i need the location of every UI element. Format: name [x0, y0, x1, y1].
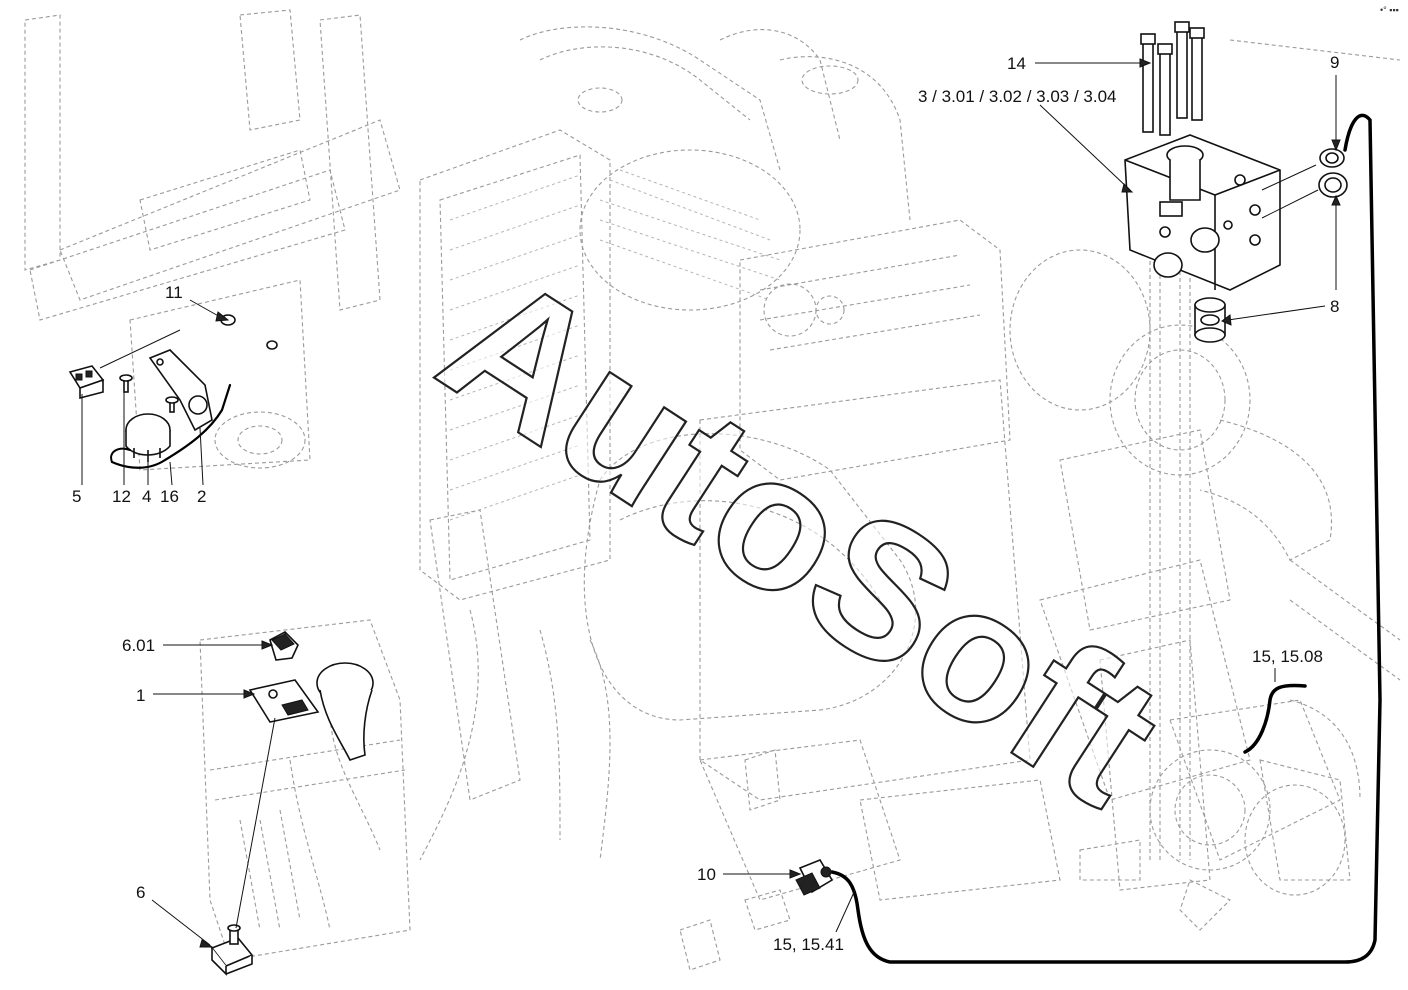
part-10-connector: [795, 859, 834, 896]
callout-15-15-41: 15, 15.41: [773, 935, 844, 954]
background-machine-outline: [24, 9, 1401, 971]
callout-11: 11: [165, 283, 183, 302]
wire-16b: [110, 447, 131, 463]
callout-16: 16: [160, 487, 179, 506]
callout-14: 14: [1007, 54, 1026, 73]
callout-4: 4: [142, 487, 151, 506]
wire-16: [110, 383, 232, 469]
part-5-plug: [68, 365, 105, 400]
part-1-decal: [248, 679, 320, 723]
callout-9: 9: [1330, 53, 1339, 72]
wire-15-08: [1243, 683, 1307, 754]
part-12-screw: [119, 374, 179, 413]
lever-knob: [316, 662, 374, 761]
callout-labels: 14 3 / 3.01 / 3.02 / 3.03 / 3.04 9 8 11 …: [72, 53, 1339, 954]
part-14-bolts: [1140, 21, 1205, 136]
callout-15-15-08: 15, 15.08: [1252, 647, 1323, 666]
part-3-valve-block: [1124, 134, 1281, 291]
callout-6-01: 6.01: [122, 636, 155, 655]
corner-mark: •° ▪▪▪: [1380, 5, 1399, 15]
callout-10: 10: [697, 865, 716, 884]
watermark: AutoSoft: [407, 230, 1197, 847]
part-2-bracket: [148, 349, 213, 432]
callout-6: 6: [136, 883, 145, 902]
watermark-text: AutoSoft: [408, 232, 1196, 847]
part-9-fitting: [1318, 148, 1348, 198]
part-6-switch: [210, 924, 254, 976]
leader-lines: [81, 62, 1337, 946]
callout-3: 3 / 3.01 / 3.02 / 3.03 / 3.04: [918, 87, 1116, 106]
part-8-fitting: [1194, 297, 1226, 343]
callout-5: 5: [72, 487, 81, 506]
wire-harness-15-41: [830, 113, 1382, 964]
callout-1: 1: [136, 686, 145, 705]
callout-12: 12: [112, 487, 131, 506]
part-6-01-knob: [269, 631, 299, 661]
callout-2: 2: [197, 487, 206, 506]
callout-8: 8: [1330, 297, 1339, 316]
part-4-sensor: [125, 413, 171, 462]
part-11-nut: [220, 314, 278, 350]
leader-arrowheads: [199, 58, 1341, 948]
